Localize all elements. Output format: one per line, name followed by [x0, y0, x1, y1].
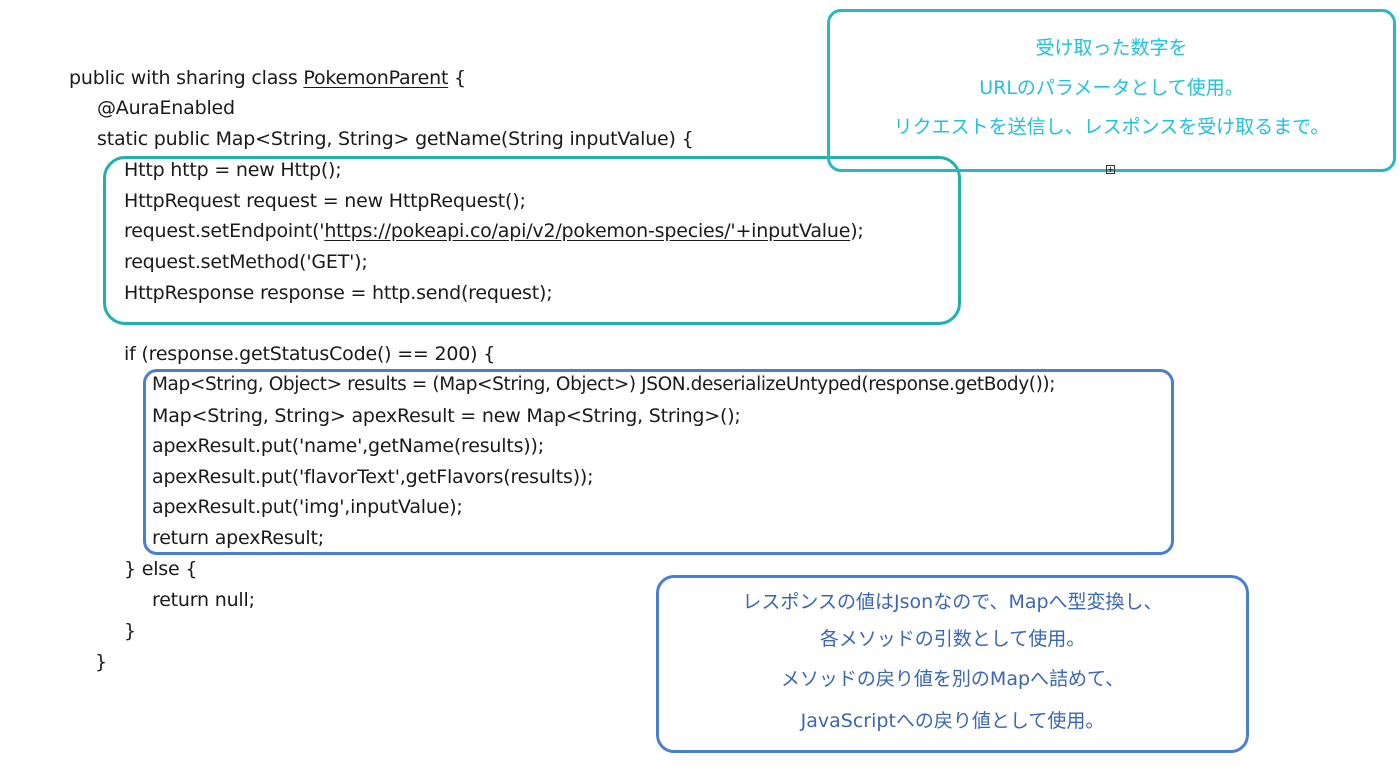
endpoint-url: https://pokeapi.co/api/v2/pokemon-specie…: [324, 220, 851, 242]
code-line: HttpResponse response = http.send(reques…: [124, 281, 553, 305]
json-processing-highlight-frame: [143, 369, 1174, 555]
http-note-box: [827, 9, 1396, 172]
code-line: apexResult.put('name',getName(results));: [152, 434, 544, 458]
code-line: }: [95, 650, 107, 674]
code-text: } else {: [124, 558, 198, 580]
json-note-line: JavaScriptへの戻り値として使用。: [800, 710, 1105, 732]
code-text: }: [124, 620, 136, 642]
code-text: apexResult.put('name',getName(results));: [152, 435, 544, 457]
code-text: return null;: [152, 589, 255, 611]
code-text: HttpResponse response = http.send(reques…: [124, 282, 553, 304]
code-line: return null;: [152, 588, 255, 612]
code-text: Http http = new Http();: [124, 159, 342, 181]
code-text: {: [448, 67, 466, 89]
http-note-line: リクエストを送信し、レスポンスを受け取るまで。: [893, 116, 1330, 138]
code-line: public with sharing class PokemonParent …: [69, 66, 466, 90]
code-text: Map<String, Object> results = (Map<Strin…: [152, 374, 1056, 395]
code-line: apexResult.put('flavorText',getFlavors(r…: [152, 465, 594, 489]
http-request-highlight-frame: [103, 156, 961, 325]
http-note-line: 受け取った数字を: [1035, 37, 1188, 59]
code-line: apexResult.put('img',inputValue);: [152, 495, 463, 519]
code-line: @AuraEnabled: [97, 96, 235, 120]
code-line: }: [124, 619, 136, 643]
code-line: request.setMethod('GET');: [124, 250, 368, 274]
json-note-line: メソッドの戻り値を別のMapへ詰めて、: [780, 668, 1125, 690]
json-note-box: [656, 575, 1249, 753]
json-note-line: 各メソッドの引数として使用。: [819, 628, 1086, 650]
code-text: Map<String, String> apexResult = new Map…: [152, 405, 741, 427]
class-name: PokemonParent: [303, 67, 449, 89]
json-note-line: レスポンスの値はJsonなので、Mapへ型変換し、: [742, 591, 1163, 613]
http-note-line: URLのパラメータとして使用。: [979, 77, 1244, 99]
code-line: } else {: [124, 557, 197, 581]
code-text: request.setEndpoint(': [124, 220, 325, 242]
code-text: }: [95, 651, 107, 673]
code-line: static public Map<String, String> getNam…: [97, 127, 694, 151]
code-line: request.setEndpoint('https://pokeapi.co/…: [124, 219, 864, 243]
code-text: return apexResult;: [152, 527, 324, 549]
code-line: return apexResult;: [152, 526, 324, 550]
code-text: request.setMethod('GET');: [124, 251, 368, 273]
code-text: public with sharing class: [69, 67, 304, 89]
code-text: apexResult.put('img',inputValue);: [152, 496, 463, 518]
code-line: if (response.getStatusCode() == 200) {: [124, 342, 495, 366]
code-text: );: [850, 220, 864, 242]
code-line: Map<String, String> apexResult = new Map…: [152, 404, 741, 428]
resize-handle-icon[interactable]: [1106, 165, 1115, 174]
code-line: HttpRequest request = new HttpRequest();: [124, 189, 526, 213]
code-text: static public Map<String, String> getNam…: [97, 128, 694, 150]
code-line: Map<String, Object> results = (Map<Strin…: [152, 373, 1055, 397]
code-text: HttpRequest request = new HttpRequest();: [124, 190, 526, 212]
code-text: if (response.getStatusCode() == 200) {: [124, 343, 496, 365]
code-line: Http http = new Http();: [124, 158, 342, 182]
code-text: apexResult.put('flavorText',getFlavors(r…: [152, 466, 594, 488]
code-text: @AuraEnabled: [97, 97, 235, 119]
